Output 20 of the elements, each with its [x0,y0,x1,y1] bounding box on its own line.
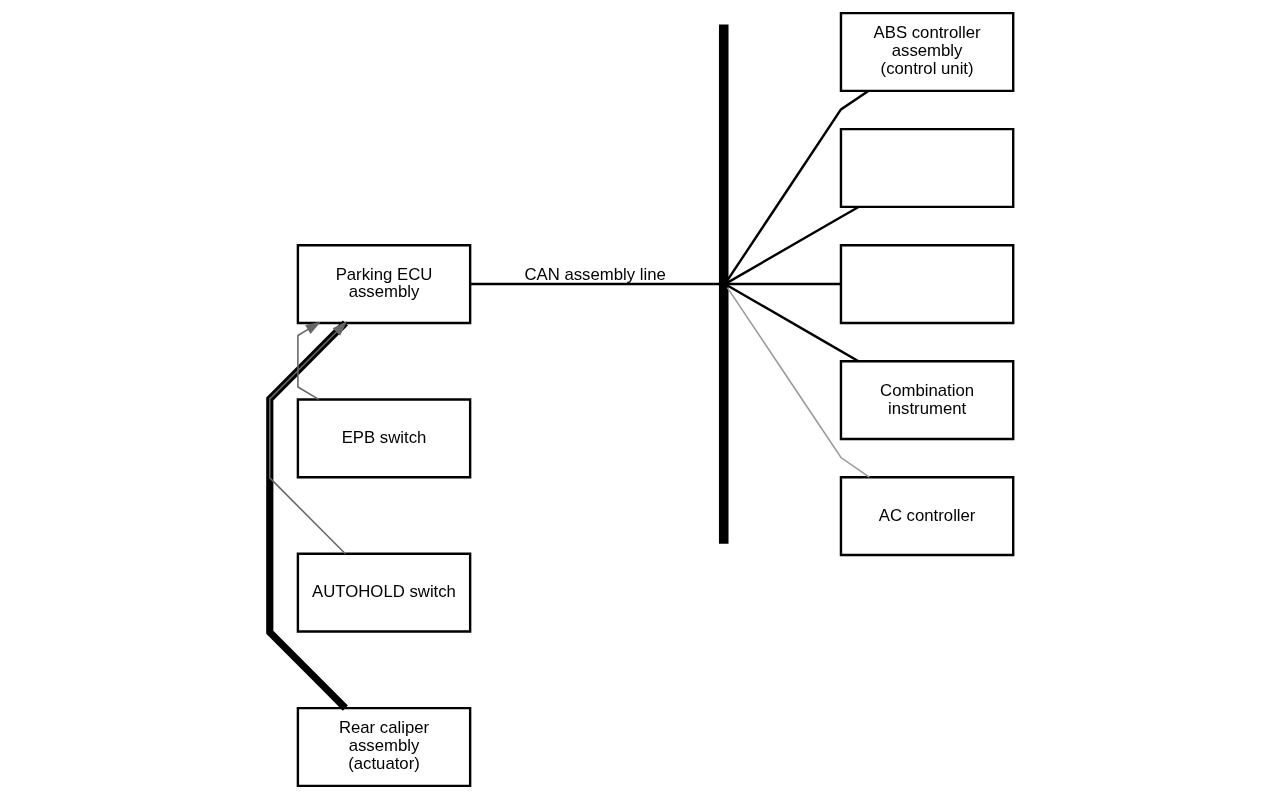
connector [726,282,841,286]
arrow [268,321,347,555]
edge-label: CAN assembly line [523,264,666,284]
connector [265,320,348,711]
connector [726,284,859,363]
arrow [296,321,321,401]
connector [469,282,720,286]
node-box: AUTOHOLD switch [296,552,471,633]
node-box: Parking ECU assembly [296,244,471,325]
node-box: EPB switch [296,398,471,479]
node-box: Combination instrument [839,360,1014,441]
node-box: AC controller [839,476,1014,557]
node-box: Rear caliper assembly (actuator) [296,706,471,788]
connector [725,89,869,282]
node-box: ABS controller assembly (control unit) [839,11,1014,93]
node-box [839,127,1014,209]
connector [726,286,870,478]
connector [726,205,859,284]
node-bar [718,24,729,544]
node-box [839,244,1014,325]
